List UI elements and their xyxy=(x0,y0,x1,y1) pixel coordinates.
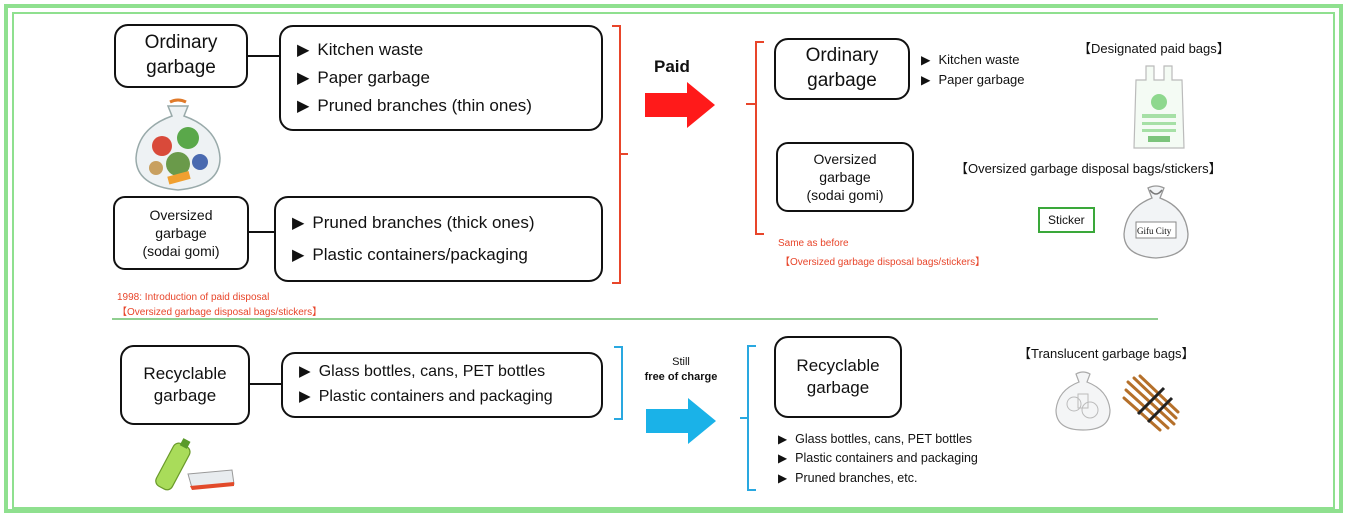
oversized-bag-icon xyxy=(1123,185,1189,259)
free-arrow-icon xyxy=(646,398,716,444)
before-ordinary-title: Ordinary garbage xyxy=(114,24,248,88)
before-ordinary-list: ▶Kitchen waste ▶Paper garbage ▶Pruned br… xyxy=(279,25,603,131)
before-recyclable-title: Recyclable garbage xyxy=(120,345,250,425)
paid-arrow-icon xyxy=(645,82,715,128)
introduction-note-line2: 【Oversized garbage disposal bags/sticker… xyxy=(117,306,323,318)
list-item: Glass bottles, cans, PET bottles xyxy=(795,432,973,446)
free-label-line2: free of charge xyxy=(644,371,718,384)
after-ordinary-title: Ordinary garbage xyxy=(774,38,910,100)
connector-recyclable xyxy=(250,383,282,385)
gifu-city-bag-label: Gifu City xyxy=(1137,226,1172,236)
oversized-bags-label: 【Oversized garbage disposal bags/sticker… xyxy=(955,161,1222,176)
list-item: Pruned branches, etc. xyxy=(795,470,918,485)
list-item: Plastic containers and packaging xyxy=(795,451,978,466)
same-as-before-note: Same as before 【Oversized garbage dispos… xyxy=(778,234,985,272)
before-oversized-list: ▶Pruned branches (thick ones) ▶Plastic c… xyxy=(274,196,603,282)
same-as-before-line2: 【Oversized garbage disposal bags/sticker… xyxy=(780,257,986,268)
outer-frame xyxy=(4,4,1343,513)
free-label: Still free of charge xyxy=(636,355,726,386)
list-item: Kitchen waste xyxy=(938,52,1020,67)
after-recyclable-list: ▶Glass bottles, cans, PET bottles ▶Plast… xyxy=(778,432,978,485)
paid-label: Paid xyxy=(654,57,690,76)
same-as-before-line1: Same as before xyxy=(778,238,849,249)
bracket-before-free xyxy=(614,346,623,420)
list-item: Glass bottles, cans, PET bottles xyxy=(318,363,546,381)
bracket-before-paid xyxy=(612,25,628,284)
garbage-bag-icon xyxy=(135,98,221,191)
translucent-bags-label: 【Translucent garbage bags】 xyxy=(1018,346,1195,361)
list-item: Pruned branches (thick ones) xyxy=(312,212,535,232)
list-item: Paper garbage xyxy=(938,71,1025,87)
list-item: Plastic containers/packaging xyxy=(312,245,528,264)
after-oversized-title: Oversized garbage (sodai gomi) xyxy=(776,142,914,212)
section-divider xyxy=(112,318,1158,320)
sticker-label: Sticker xyxy=(1038,207,1095,233)
after-recyclable-title: Recyclable garbage xyxy=(774,336,902,418)
bracket-after-free xyxy=(740,345,756,491)
bracket-after-paid xyxy=(746,41,764,235)
translucent-bag-icon xyxy=(1055,371,1111,431)
list-item: Pruned branches (thin ones) xyxy=(317,96,532,116)
list-item: Kitchen waste xyxy=(317,39,424,59)
designated-bags-label: 【Designated paid bags】 xyxy=(1078,41,1230,56)
introduction-note-line1: 1998: Introduction of paid disposal xyxy=(117,292,270,303)
branch-bundle-icon xyxy=(1122,374,1180,432)
free-label-line1: Still xyxy=(672,356,690,368)
paid-bag-icon xyxy=(1133,65,1185,149)
list-item: Plastic containers and packaging xyxy=(318,388,553,405)
before-recyclable-list: ▶Glass bottles, cans, PET bottles ▶Plast… xyxy=(281,352,603,418)
inner-frame xyxy=(12,12,1335,509)
after-ordinary-list: ▶Kitchen waste ▶Paper garbage xyxy=(921,52,1025,87)
introduction-note: 1998: Introduction of paid disposal 【Ove… xyxy=(117,291,322,320)
list-item: Paper garbage xyxy=(317,67,430,87)
before-oversized-title: Oversized garbage (sodai gomi) xyxy=(113,196,249,270)
connector-oversized xyxy=(249,231,275,233)
bottle-and-tray-icon xyxy=(155,438,235,491)
connector-ordinary xyxy=(248,55,280,57)
